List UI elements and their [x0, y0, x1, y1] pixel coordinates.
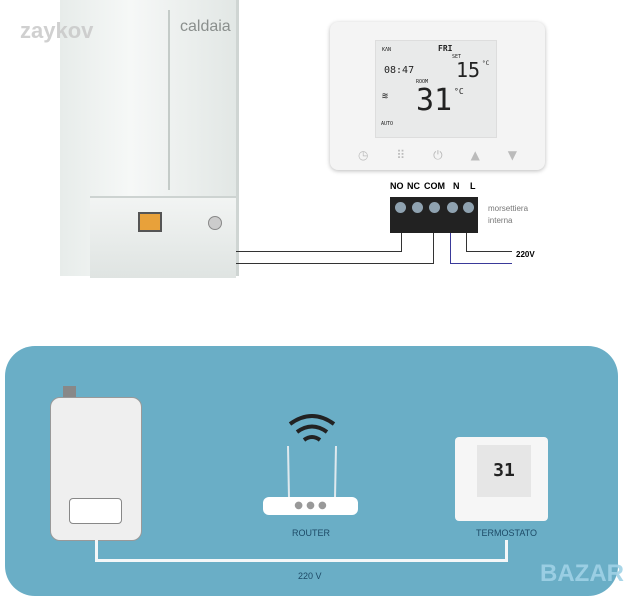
power-line: [95, 559, 508, 562]
thermostat-icon: 31: [455, 437, 548, 521]
terminal-label-l: L: [470, 181, 476, 191]
terminal-block: [390, 197, 478, 233]
menu-button-icon[interactable]: ⠿: [396, 148, 406, 162]
boiler-icon-window: [69, 498, 122, 524]
boiler-flue-icon: [63, 386, 76, 398]
wire-no-drop: [401, 233, 402, 252]
power-line-right: [505, 540, 508, 562]
boiler-display: [138, 212, 162, 232]
lcd-set-label: SET: [452, 54, 462, 60]
router-lights: ● ● ●: [294, 500, 327, 511]
router-label: ROUTER: [292, 528, 330, 538]
bazar-logo: BAZAR: [540, 560, 624, 587]
boiler-photo: [60, 0, 239, 278]
boiler-knob: [208, 216, 222, 230]
wire-l: [466, 251, 512, 252]
wire-no: [236, 251, 402, 252]
terminal-screw: [447, 202, 458, 213]
terminal-label-n: N: [453, 181, 460, 191]
boiler-control-panel: [90, 196, 236, 278]
terminal-note: morsettiera interna: [488, 203, 528, 227]
clock-button-icon[interactable]: ◷: [358, 148, 369, 162]
up-button-icon[interactable]: ▲: [470, 148, 480, 162]
router-icon: ● ● ●: [263, 497, 358, 515]
down-button-icon[interactable]: ▼: [507, 148, 517, 162]
terminal-note-line: interna: [488, 216, 513, 225]
lcd-mode: AUTO: [381, 121, 394, 127]
terminal-note-line: morsettiera: [488, 204, 529, 213]
watermark: zaykov: [20, 18, 94, 43]
terminal-label-nc: NC: [407, 181, 420, 191]
lcd-day: FRI: [438, 44, 453, 53]
boiler-label: caldaia: [180, 18, 231, 35]
lcd-set-temp: 15: [456, 58, 481, 82]
thermostat-buttons: ◷ ⠿ ⏻ ▲ ▼: [358, 148, 517, 162]
terminal-label-com: COM: [424, 181, 445, 191]
lcd-set-unit: °C: [482, 60, 490, 67]
wifi-icon: ≋: [382, 91, 389, 102]
lcd-clock: 08:47: [384, 65, 415, 76]
lcd-indicator: ΚΛΝ: [382, 47, 392, 53]
terminal-label-no: NO: [390, 181, 404, 191]
terminal-screw: [412, 202, 423, 213]
power-label: 220V: [516, 250, 535, 259]
lcd-room-label: ROOM: [416, 79, 429, 85]
scheme-power-label: 220 V: [298, 571, 322, 581]
boiler-door-seam: [168, 10, 170, 190]
thermostat-lcd: ΚΛΝ FRI SET 15 °C 08:47 ROOM 31 °C ≋ AUT…: [375, 40, 497, 138]
power-line-left: [95, 540, 98, 562]
lcd-room-temp: 31: [416, 83, 453, 118]
terminal-screw: [463, 202, 474, 213]
terminal-screw: [429, 202, 440, 213]
wire-n-drop: [450, 233, 451, 264]
thermostat-label: TERMOSTATO: [476, 528, 538, 538]
boiler-icon: [50, 397, 142, 541]
terminal-screw: [395, 202, 406, 213]
router-wifi-icon: [287, 414, 337, 498]
wire-com-drop: [433, 233, 434, 264]
thermostat-icon-temp: 31: [477, 445, 531, 497]
thermostat-photo: ΚΛΝ FRI SET 15 °C 08:47 ROOM 31 °C ≋ AUT…: [330, 22, 545, 170]
lcd-room-unit: °C: [454, 87, 464, 96]
wire-com: [236, 263, 434, 264]
wire-n: [450, 263, 512, 264]
power-button-icon[interactable]: ⏻: [433, 148, 443, 162]
wire-l-drop: [466, 233, 467, 252]
